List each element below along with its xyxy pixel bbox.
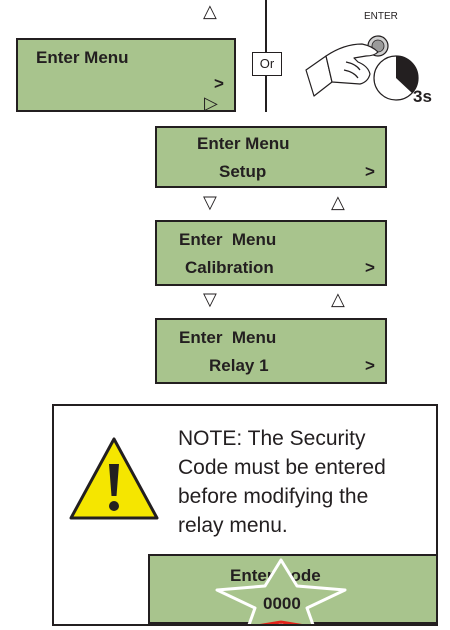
lcd-menu-relay-1: Enter Menu Relay 1 > — [155, 318, 387, 384]
code-value: 0000 — [263, 594, 301, 613]
down-arrow-icon: ▽ — [203, 192, 217, 212]
lcd-line2: Relay 1 — [209, 356, 269, 375]
up-arrow-icon: △ — [203, 1, 217, 21]
lcd-line1: Enter Menu — [179, 328, 277, 347]
up-arrow-icon: △ — [331, 192, 345, 212]
or-label: Or — [259, 56, 275, 71]
press-enter-illustration — [305, 35, 419, 101]
timer-icon — [373, 55, 419, 101]
lcd-arrow: > — [365, 356, 375, 375]
lcd-menu-setup: Enter Menu Setup > — [155, 126, 387, 188]
lcd-line1: Enter Menu — [197, 134, 290, 153]
warning-icon — [69, 437, 159, 520]
lcd-line1: Enter Menu — [179, 230, 277, 249]
hand-icon — [305, 43, 379, 97]
up-arrow-icon: △ — [331, 289, 345, 309]
lcd-arrow: > — [365, 162, 375, 181]
note-panel: NOTE: The Security Code must be entered … — [52, 404, 438, 626]
enter-label: ENTER — [364, 11, 398, 22]
or-box: Or — [252, 52, 282, 76]
lcd-menu-calibration: Enter Menu Calibration > — [155, 220, 387, 286]
right-arrow-icon: ▷ — [204, 93, 218, 113]
lcd-line2: Setup — [219, 162, 267, 181]
note-line: before modifying the — [178, 485, 369, 508]
lcd-line1: Enter Menu — [36, 48, 129, 67]
hold-time-label: 3s — [413, 87, 432, 106]
note-text: NOTE: The Security Code must be entered … — [178, 424, 428, 540]
lcd-arrow: > — [365, 258, 375, 277]
lcd-line2: Calibration — [185, 258, 274, 277]
star-highlight-icon — [215, 558, 347, 624]
lcd-enter-menu-top: Enter Menu > — [16, 38, 236, 112]
lcd-arrow: > — [214, 74, 224, 93]
note-line: relay menu. — [178, 514, 288, 537]
note-line: NOTE: The Security — [178, 427, 366, 450]
down-arrow-icon: ▽ — [203, 289, 217, 309]
note-line: Code must be entered — [178, 456, 386, 479]
